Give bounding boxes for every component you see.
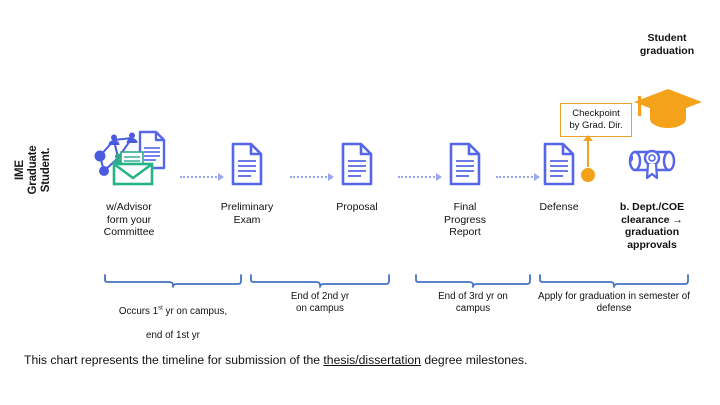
caption-text-after: degree milestones.	[420, 353, 528, 367]
flow-arrow-2	[290, 173, 334, 181]
document-icon	[229, 142, 265, 191]
milestone-step-final-progress-report[interactable]: Final Progress Report	[422, 133, 508, 239]
brace-icon	[539, 274, 689, 288]
axis-label-ime-graduate-student: IME Graduate Student.	[13, 145, 52, 195]
milestone-label: Final Progress Report	[443, 201, 486, 238]
student-graduation-caption: Student graduation	[639, 32, 695, 57]
milestone-label: w/Advisor form your Committee	[103, 201, 155, 238]
arrow-line	[398, 176, 435, 178]
phase-group-3: End of 3rd yr on campus	[414, 274, 532, 315]
phase-label: Apply for graduation in semester of defe…	[538, 291, 690, 314]
icon-slot	[602, 133, 702, 191]
arrow-line	[180, 176, 217, 178]
arrow-head	[218, 173, 224, 181]
milestone-label: Defense	[539, 201, 579, 213]
up-arrow-icon	[583, 135, 593, 141]
milestone-label: Proposal	[336, 201, 378, 213]
milestone-step-proposal[interactable]: Proposal	[314, 133, 400, 214]
icon-slot	[314, 133, 400, 191]
orange-dot-marker	[581, 168, 595, 182]
flow-arrow-1	[180, 173, 224, 181]
brace-icon	[250, 274, 390, 288]
arrow-line	[496, 176, 533, 178]
icon-slot	[204, 133, 290, 191]
milestone-step-defense[interactable]: Defense	[516, 133, 602, 214]
document-icon	[447, 142, 483, 191]
arrow-head	[436, 173, 442, 181]
phase-label: Occurs 1st yr on campus, end of 1st yr	[103, 291, 243, 342]
ordinal-suffix: st	[158, 306, 163, 312]
icon-slot	[422, 133, 508, 191]
milestone-label: b. Dept./COE clearance → graduation appr…	[619, 201, 685, 251]
phase-group-1: Occurs 1st yr on campus, end of 1st yr	[103, 274, 243, 342]
milestone-step-preliminary-exam[interactable]: Preliminary Exam	[204, 133, 290, 226]
arrow-line	[290, 176, 327, 178]
checkpoint-connector-line	[587, 139, 589, 167]
checkpoint-callout: Checkpoint by Grad. Dir.	[560, 103, 632, 137]
network-document-envelope-icon	[88, 126, 170, 191]
flow-arrow-4	[496, 173, 540, 181]
caption-text-before: This chart represents the timeline for s…	[24, 353, 324, 367]
icon-slot	[516, 133, 602, 191]
icon-slot	[86, 130, 172, 191]
document-icon	[339, 142, 375, 191]
document-icon	[541, 142, 577, 191]
chart-caption: This chart represents the timeline for s…	[24, 352, 527, 368]
arrow-head	[534, 173, 540, 181]
milestone-step-committee[interactable]: w/Advisor form your Committee	[86, 130, 172, 239]
milestone-label: Preliminary Exam	[220, 201, 274, 226]
diploma-scroll-icon	[623, 140, 681, 191]
phase-label: End of 2nd yr on campus	[290, 291, 350, 314]
phase-group-4: Apply for graduation in semester of defe…	[538, 274, 690, 315]
phase-label: End of 3rd yr on campus	[438, 291, 508, 314]
phase-label-line-2: end of 1st yr	[146, 330, 200, 342]
caption-emphasis: thesis/dissertation	[323, 353, 421, 367]
arrow-head	[328, 173, 334, 181]
graduation-cap-icon	[632, 85, 704, 138]
brace-icon	[415, 274, 531, 288]
phase-group-2: End of 2nd yr on campus	[249, 274, 391, 315]
brace-icon	[104, 274, 242, 288]
milestone-step-clearance[interactable]: b. Dept./COE clearance → graduation appr…	[602, 133, 702, 251]
flow-arrow-3	[398, 173, 442, 181]
phase-label-line-1: Occurs 1st yr on campus,	[118, 306, 228, 318]
